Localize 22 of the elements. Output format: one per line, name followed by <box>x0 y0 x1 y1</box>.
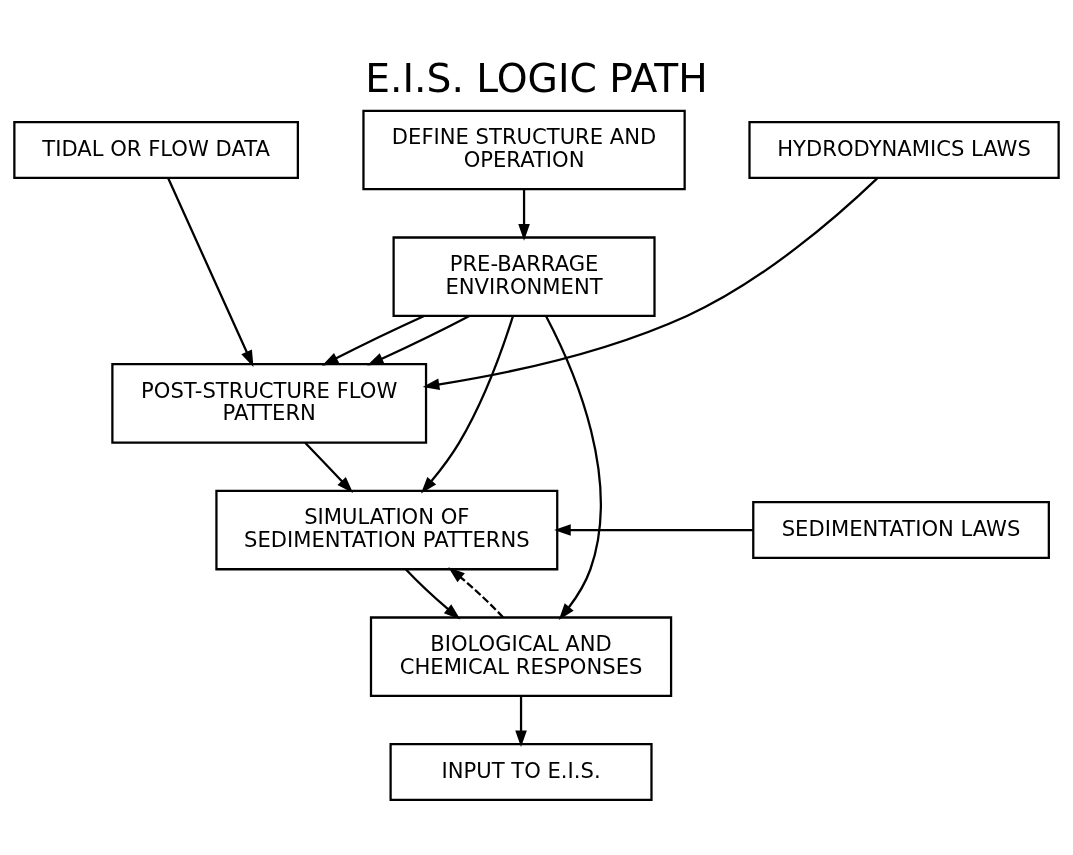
diagram-title: E.I.S. LOGIC PATH <box>365 56 708 102</box>
arrow <box>515 696 527 747</box>
node-box: POST-STRUCTURE FLOW PATTERN <box>111 363 428 444</box>
node-box: TIDAL OR FLOW DATA <box>13 121 299 180</box>
arrow <box>448 567 504 618</box>
node-box: INPUT TO E.I.S. <box>389 743 653 802</box>
arrow <box>167 177 254 367</box>
node-box: PRE-BARRAGE ENVIRONMENT <box>392 236 656 318</box>
arrow <box>421 316 514 494</box>
arrow <box>367 315 470 366</box>
arrow <box>422 177 878 391</box>
arrow <box>321 314 425 366</box>
node-box: SEDIMENTATION LAWS <box>752 501 1050 560</box>
arrow <box>545 315 602 620</box>
node-box: BIOLOGICAL AND CHEMICAL RESPONSES <box>369 616 673 698</box>
node-box: DEFINE STRUCTURE AND OPERATION <box>362 109 686 191</box>
arrow <box>404 568 461 620</box>
node-box: HYDRODYNAMICS LAWS <box>748 121 1060 180</box>
arrow <box>518 189 530 241</box>
node-box: SIMULATION OF SEDIMENTATION PATTERNS <box>215 489 559 571</box>
arrow <box>554 524 753 536</box>
arrow <box>304 441 354 494</box>
